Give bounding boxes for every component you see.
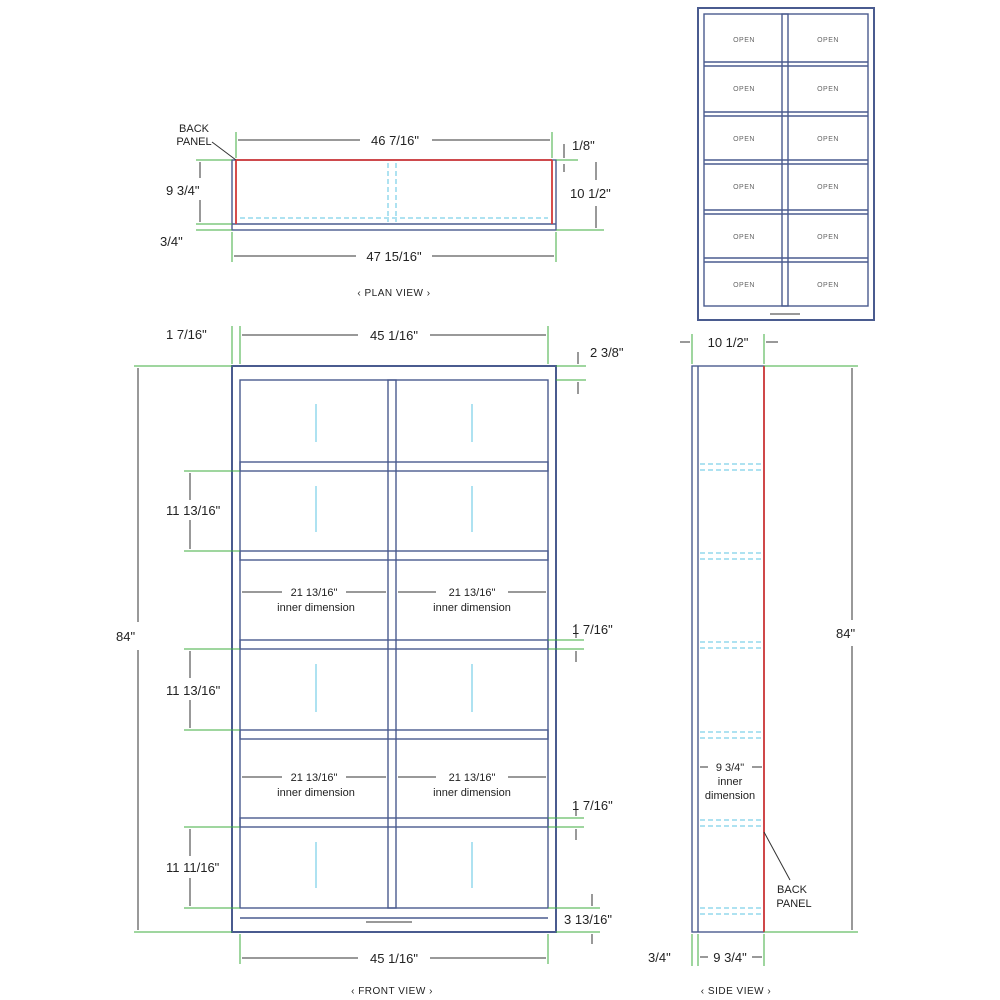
front-opening-2-label: 11 13/16": [166, 683, 221, 698]
open-door-view: OPEN OPEN OPEN OPEN OPEN OPEN OPEN OPEN …: [697, 7, 875, 321]
plan-front-thickness-label: 3/4": [160, 234, 183, 249]
plan-back-panel-leader: [211, 141, 237, 161]
cell-width-note: inner dimension: [277, 787, 355, 799]
side-back-panel-label: BACK: [777, 884, 808, 896]
side-back-panel-label: PANEL: [776, 898, 811, 910]
open-door-label: OPEN: [817, 234, 839, 241]
plan-back-panel-label: PANEL: [176, 136, 211, 148]
front-opening-1-label: 11 13/16": [166, 503, 221, 518]
side-view: 10 1/2" 84" 9 3/4" inner dimension BACK …: [648, 334, 858, 997]
cell-width-note: inner dimension: [277, 602, 355, 614]
open-door-label: OPEN: [817, 184, 839, 191]
plan-back-thickness-label: 1/8": [572, 138, 595, 153]
plan-outer-width-label: 47 15/16": [366, 249, 422, 264]
open-door-label: OPEN: [733, 184, 755, 191]
front-shelf: [239, 461, 549, 472]
front-shelves: [239, 461, 549, 919]
front-opening-3-label: 11 11/16": [166, 860, 220, 875]
open-door-label: OPEN: [817, 37, 839, 44]
front-height-label: 84": [116, 629, 135, 644]
open-door-label: OPEN: [817, 282, 839, 289]
front-shelf: [239, 729, 549, 740]
side-body: [691, 365, 765, 933]
side-height-label: 84": [836, 626, 855, 641]
cell-width-note: inner dimension: [433, 787, 511, 799]
cell-width-label: 21 13/16": [291, 587, 338, 599]
open-door-label: OPEN: [733, 234, 755, 241]
front-shelf: [239, 550, 549, 561]
plan-view-caption: ‹ PLAN VIEW ›: [357, 288, 430, 299]
side-inner-depth-label: 9 3/4": [716, 762, 744, 774]
side-view-caption: ‹ SIDE VIEW ›: [701, 986, 771, 997]
plan-inner-width-label: 46 7/16": [371, 133, 419, 148]
cell-width-label: 21 13/16": [449, 772, 496, 784]
front-top-rail-label: 2 3/8": [590, 345, 624, 360]
side-inner-depth-note: inner: [718, 776, 743, 788]
side-inner-depth-note: dimension: [705, 790, 755, 802]
side-front-thickness-label: 3/4": [648, 950, 671, 965]
front-center-divider: [387, 379, 397, 909]
front-view-caption: ‹ FRONT VIEW ›: [351, 986, 433, 997]
side-depth-top-label: 10 1/2": [708, 335, 749, 350]
front-side-thickness-label: 1 7/16": [166, 327, 207, 342]
open-door-label: OPEN: [733, 86, 755, 93]
front-base-rail-label: 3 13/16": [564, 912, 612, 927]
open-door-label: OPEN: [817, 86, 839, 93]
front-inner-frame: [239, 379, 549, 909]
plan-view: 46 7/16" BACK PANEL 1/8" 10 1/2" 9 3/4" …: [160, 123, 611, 299]
plan-back-panel-label: BACK: [179, 123, 210, 135]
open-door-label: OPEN: [817, 136, 839, 143]
plan-outer-depth-label: 10 1/2": [570, 186, 611, 201]
open-door-label: OPEN: [733, 282, 755, 289]
cell-width-label: 21 13/16": [449, 587, 496, 599]
front-inner-width-bottom-label: 45 1/16": [370, 951, 418, 966]
side-back-panel-leader: [763, 831, 791, 881]
side-bottom-depth-label: 9 3/4": [713, 950, 747, 965]
open-door-label: OPEN: [733, 37, 755, 44]
front-shelf: [239, 639, 549, 650]
open-outer-frame: [697, 7, 875, 321]
front-hidden-arrows: [315, 404, 473, 923]
cell-width-label: 21 13/16": [291, 772, 338, 784]
front-shelf-2-label: 1 7/16": [572, 798, 613, 813]
front-inner-width-top-label: 45 1/16": [370, 328, 418, 343]
plan-inner-depth-label: 9 3/4": [166, 183, 200, 198]
cell-width-note: inner dimension: [433, 602, 511, 614]
front-shelf-1-label: 1 7/16": [572, 622, 613, 637]
open-door-label: OPEN: [733, 136, 755, 143]
front-view: 1 7/16" 45 1/16" 2 3/8" 84" 11 13/16" 11…: [116, 326, 624, 997]
front-shelf: [239, 817, 549, 828]
plan-body: [231, 159, 557, 231]
